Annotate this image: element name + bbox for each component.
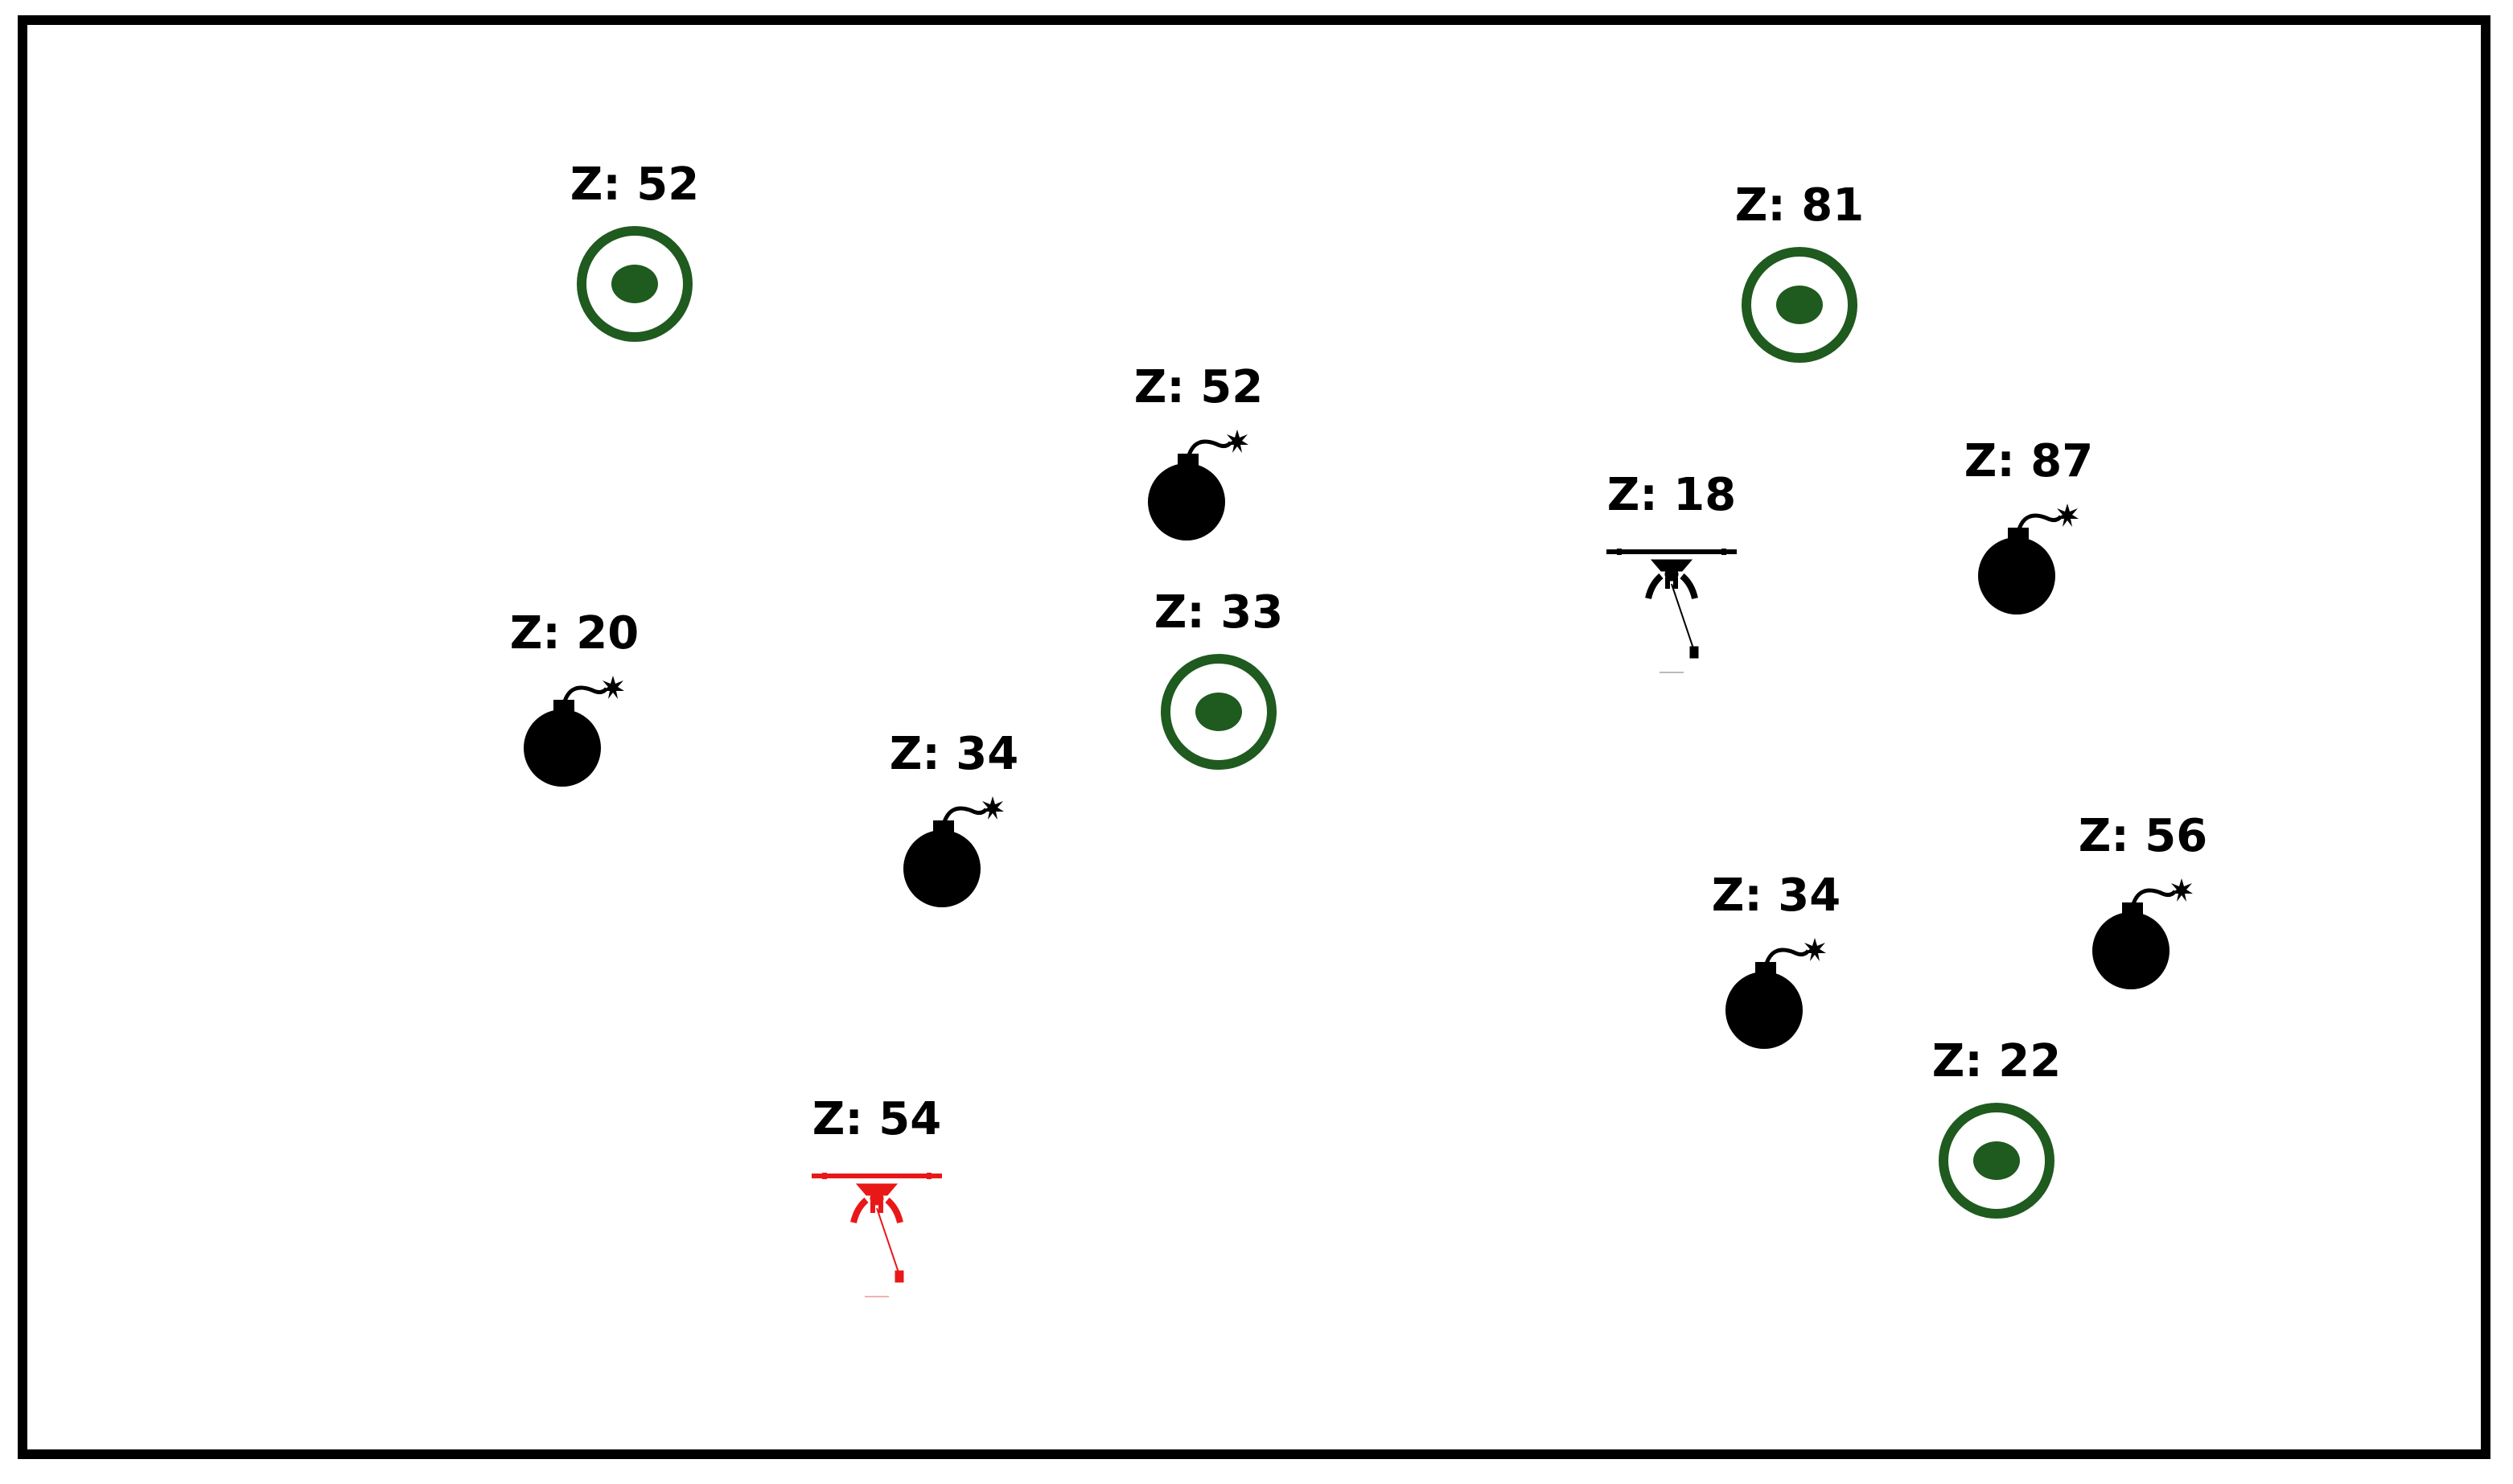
bomb-marker[interactable]: Z: 87 <box>1964 436 2093 629</box>
target-marker[interactable]: Z: 33 <box>1154 587 1283 780</box>
bomb-icon <box>524 676 624 787</box>
target-marker[interactable]: Z: 81 <box>1735 180 1864 373</box>
drone-self[interactable]: Z: 54 <box>796 1094 957 1335</box>
altitude-label: Z: 34 <box>1711 869 1841 922</box>
bomb-icon <box>1148 430 1248 541</box>
altitude-label: Z: 87 <box>1964 435 2094 487</box>
bomb-icon <box>1978 504 2079 615</box>
bomb-marker[interactable]: Z: 20 <box>510 608 639 801</box>
drone-icon <box>812 1173 942 1297</box>
drone-other[interactable]: Z: 18 <box>1591 470 1752 711</box>
altitude-label: Z: 33 <box>1154 586 1284 639</box>
altitude-label: Z: 34 <box>889 728 1019 780</box>
bomb-icon <box>903 796 1004 907</box>
game-board <box>18 15 2490 1459</box>
altitude-label: Z: 81 <box>1734 179 1865 232</box>
bomb-marker[interactable]: Z: 34 <box>890 729 1018 922</box>
altitude-label: Z: 54 <box>812 1093 942 1145</box>
target-icon <box>1939 1103 2054 1219</box>
bomb-marker[interactable]: Z: 56 <box>2079 811 2207 1004</box>
drone-icon <box>1606 549 1737 673</box>
target-icon <box>1161 654 1277 770</box>
altitude-label: Z: 18 <box>1606 469 1737 521</box>
altitude-label: Z: 52 <box>570 158 700 211</box>
altitude-label: Z: 56 <box>2078 810 2208 862</box>
target-icon <box>1742 247 1857 363</box>
bomb-icon <box>1725 938 1826 1049</box>
bomb-icon <box>2092 878 2193 989</box>
altitude-label: Z: 52 <box>1133 361 1264 413</box>
altitude-label: Z: 22 <box>1931 1035 2062 1087</box>
bomb-marker[interactable]: Z: 34 <box>1712 870 1841 1063</box>
altitude-label: Z: 20 <box>509 607 640 660</box>
target-icon <box>577 226 693 342</box>
bomb-marker[interactable]: Z: 52 <box>1134 362 1263 555</box>
target-marker[interactable]: Z: 52 <box>570 159 699 352</box>
target-marker[interactable]: Z: 22 <box>1932 1036 2061 1229</box>
